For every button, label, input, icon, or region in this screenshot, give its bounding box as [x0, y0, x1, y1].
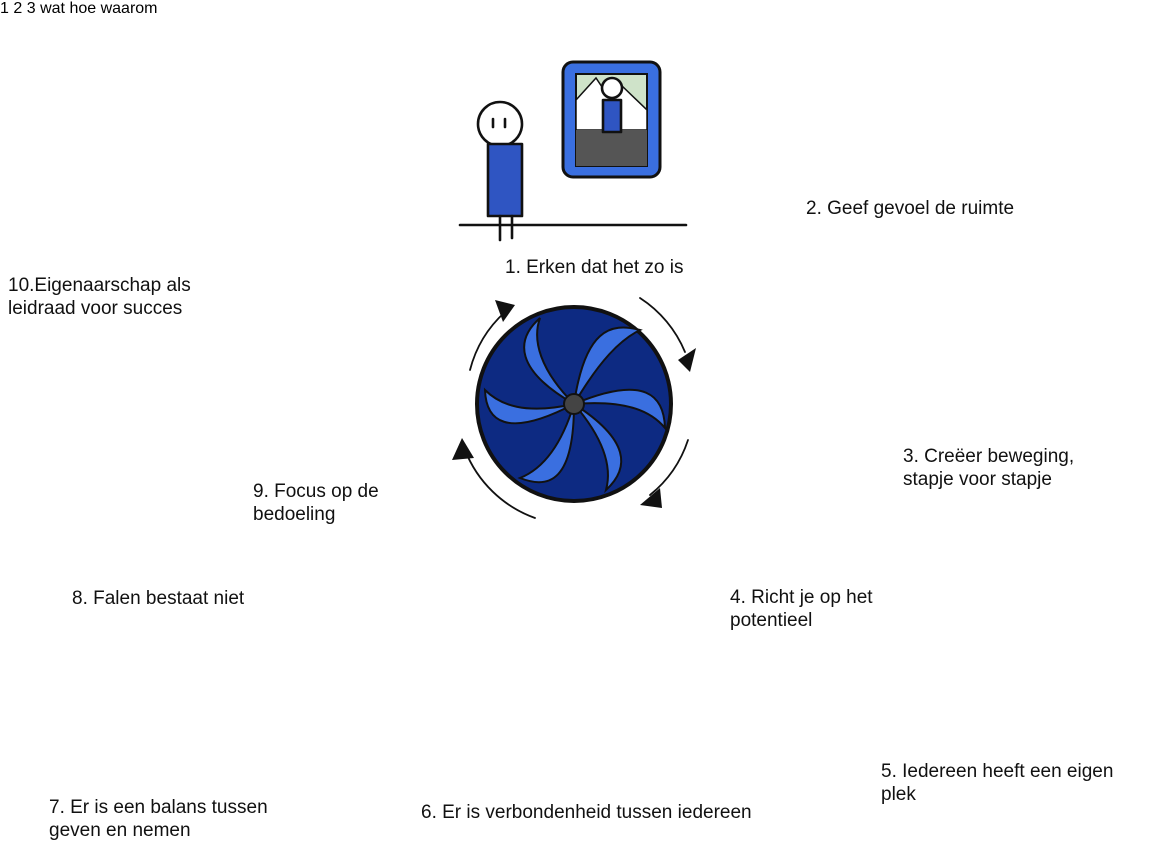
step-10-label-line1: 10.Eigenaarschap als — [8, 275, 191, 296]
step-2-label: 2. Geef gevoel de ruimte — [806, 198, 1015, 219]
checklist-1: 1 — [0, 0, 9, 17]
step-10-label-line2: leidraad voor succes — [8, 298, 183, 319]
step-5-label-line2: plek — [881, 784, 916, 805]
step-3-label-line1: 3. Creëer beweging, — [903, 446, 1075, 467]
central-wheel — [452, 297, 696, 519]
step-7-label-line2: geven en nemen — [49, 820, 191, 841]
checklist-2: 2 — [13, 0, 23, 17]
target-inner-label: waarom — [100, 0, 158, 17]
step-1-illustration — [458, 60, 688, 242]
step-9-label-line1: 9. Focus op de — [253, 481, 379, 502]
target-middle-label: hoe — [69, 0, 97, 17]
step-9-label-line2: bedoeling — [253, 504, 336, 525]
step-3-label-line2: stapje voor stapje — [903, 469, 1052, 490]
step-8-label: 8. Falen bestaat niet — [72, 588, 245, 609]
step-10-label: 10.Eigenaarschap als leidraad voor succe… — [8, 274, 191, 320]
step-4-label-line2: potentieel — [730, 610, 813, 631]
step-4-label-line1: 4. Richt je op het — [730, 587, 873, 608]
step-3-label: 3. Creëer beweging, stapje voor stapje — [903, 445, 1074, 491]
step-6-label: 6. Er is verbondenheid tussen iedereen — [421, 802, 752, 823]
step-5-label: 5. Iedereen heeft een eigen plek — [881, 760, 1113, 806]
step-7-label-line1: 7. Er is een balans tussen — [49, 797, 268, 818]
step-4-label: 4. Richt je op het potentieel — [730, 586, 873, 632]
checklist-3: 3 — [26, 0, 36, 17]
step-8-illustration: 1 2 3 — [0, 0, 40, 17]
step-9-label: 9. Focus op de bedoeling — [253, 480, 379, 526]
step-1-label: 1. Erken dat het zo is — [505, 257, 684, 278]
step-9-illustration: wat hoe waarom — [40, 0, 157, 17]
step-7-label: 7. Er is een balans tussen geven en neme… — [49, 796, 268, 842]
step-5-label-line1: 5. Iedereen heeft een eigen — [881, 761, 1114, 782]
target-outer-label: wat — [40, 0, 65, 17]
